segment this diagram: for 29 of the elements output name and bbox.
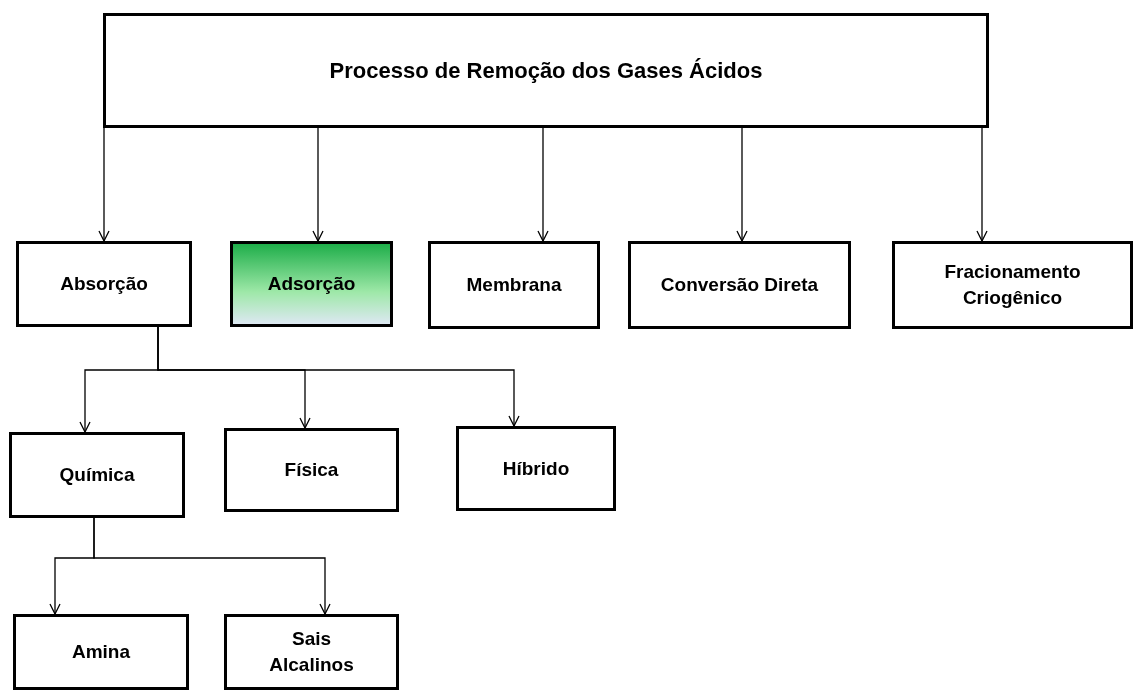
- node-label: Conversão Direta: [660, 273, 819, 298]
- node-label: Amina: [71, 640, 131, 665]
- process-box: [224, 614, 399, 690]
- arrow: [736, 127, 748, 242]
- node-label: Absorção: [60, 272, 148, 297]
- process-box: [9, 432, 185, 518]
- node-label: Química: [59, 463, 135, 488]
- node-label: Híbrido: [502, 456, 570, 481]
- node-label: Sais Alcalinos: [268, 627, 355, 677]
- arrow: [976, 127, 988, 242]
- node-label: Membrana: [466, 273, 562, 298]
- arrow: [98, 127, 110, 242]
- process-box: [892, 241, 1133, 329]
- title-box: [103, 13, 989, 128]
- process-box: [13, 614, 189, 690]
- node-label: Processo de Remoção dos Gases Ácidos: [329, 56, 763, 85]
- node-label: Fracionamento Criogênico: [943, 260, 1082, 310]
- node-label: Adsorção: [267, 272, 356, 297]
- arrow: [93, 517, 331, 615]
- process-box: [224, 428, 399, 512]
- process-box: [16, 241, 192, 327]
- process-box: [230, 241, 393, 327]
- node-label: Física: [284, 458, 339, 483]
- arrow: [157, 326, 520, 427]
- arrow: [312, 127, 324, 242]
- process-box: [456, 426, 616, 511]
- arrow: [537, 127, 549, 242]
- process-box: [428, 241, 600, 329]
- process-box: [628, 241, 851, 329]
